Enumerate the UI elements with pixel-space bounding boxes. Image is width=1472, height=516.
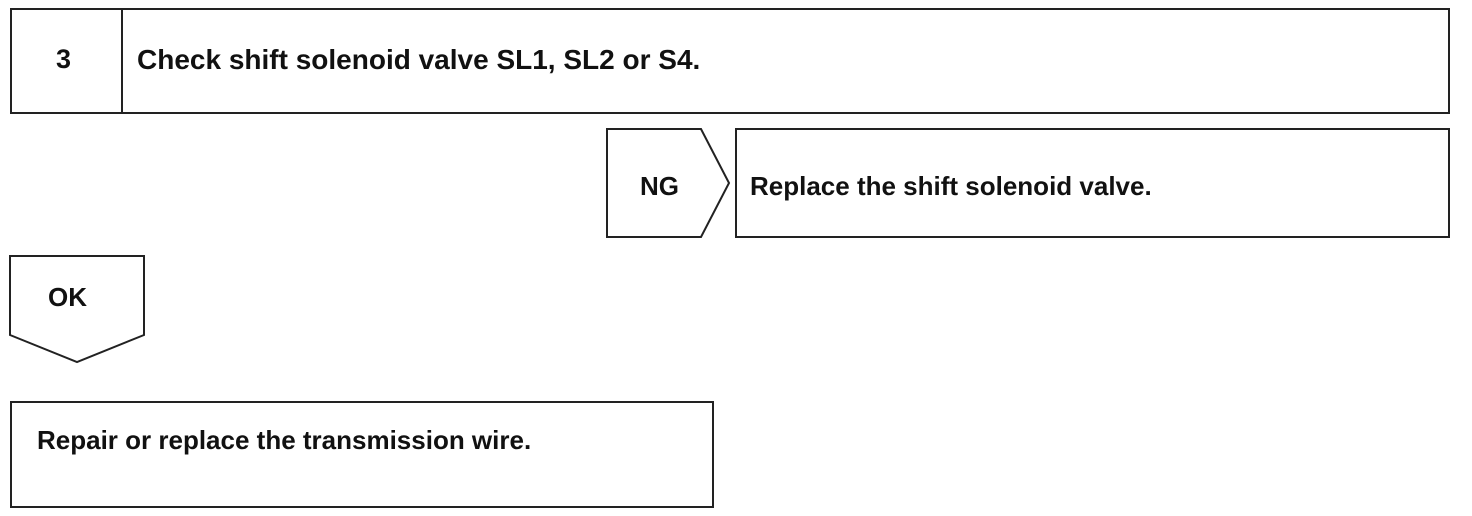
ng-arrow-tag [606, 128, 731, 238]
step-title: Check shift solenoid valve SL1, SL2 or S… [137, 44, 701, 75]
ok-label: OK [48, 282, 87, 312]
step-number: 3 [56, 44, 72, 74]
ng-label: NG [640, 171, 679, 201]
step-number-cell [10, 8, 123, 114]
ok-action-text: Repair or replace the transmission wire. [37, 425, 532, 455]
ng-action-text: Replace the shift solenoid valve. [750, 171, 1152, 201]
ok-arrow-tag [9, 255, 145, 364]
step-box [10, 8, 1450, 114]
ok-action-box [10, 401, 714, 508]
ng-action-box [735, 128, 1450, 238]
